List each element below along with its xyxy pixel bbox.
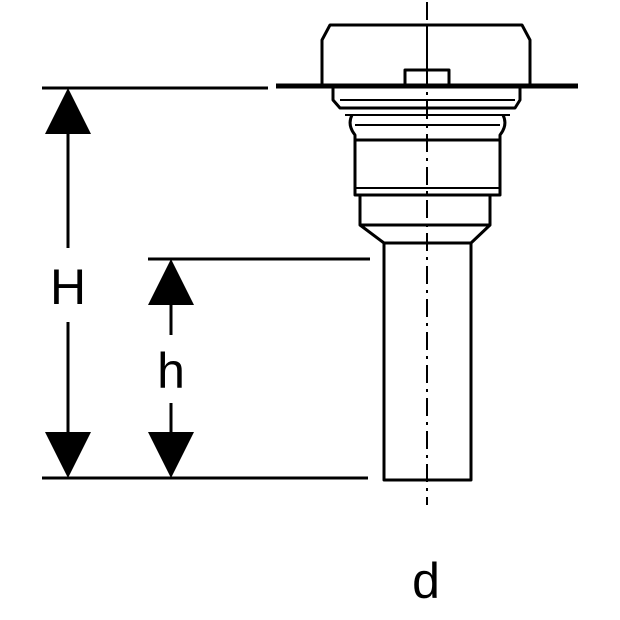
label-H: H: [50, 259, 86, 315]
label-d: d: [412, 553, 440, 609]
step-collar: [358, 195, 492, 227]
upper-body: [331, 86, 522, 110]
dimension-H: H: [45, 88, 91, 478]
dimension-h: h: [148, 259, 194, 478]
label-h: h: [157, 343, 185, 399]
arrow-up-icon: [45, 88, 91, 134]
seal-ring: [348, 114, 507, 142]
arrow-up-icon: [148, 259, 194, 305]
arrow-down-icon: [148, 432, 194, 478]
main-cylinder: [353, 140, 502, 197]
outlet-pipe: [382, 243, 473, 482]
arrow-down-icon: [45, 432, 91, 478]
drain-body: [276, 23, 578, 482]
reducer: [359, 223, 492, 245]
